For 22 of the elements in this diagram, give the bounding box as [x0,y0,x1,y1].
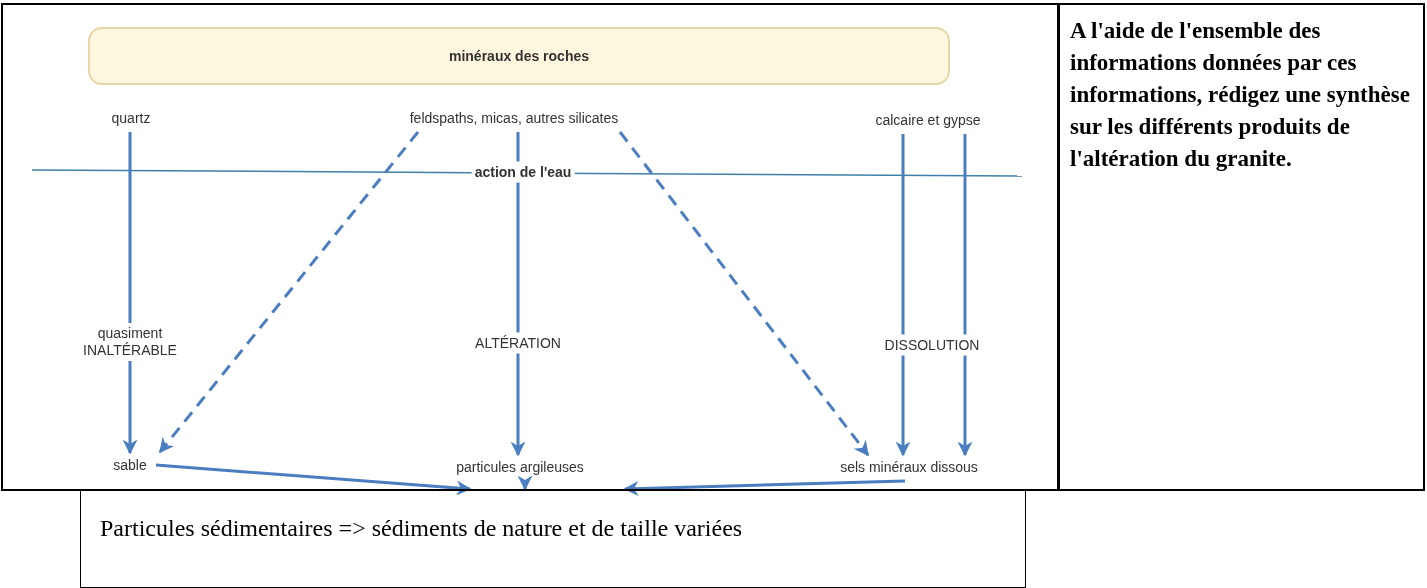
arrow [517,475,533,491]
arrow [510,132,526,457]
process-label: action de l'eau [471,161,575,183]
mineral-label: quartz [102,107,160,129]
arrow [122,132,138,455]
table-cell [1,3,1059,491]
arrow [623,479,906,497]
question-text: A l'aide de l'ensemble des informations données par ces informations, rédigez une synthèse sur les différents produits de l'altération du granite. [1070,17,1411,173]
arrow [158,131,420,454]
arrow [155,463,472,496]
answer-text: Particules sédimentaires => sédiments de nature et de taille variées [100,515,744,542]
question-cell [1058,3,1425,491]
arrow [618,131,870,457]
mineral-label: feldspaths, micas, autres silicates [362,107,666,129]
arrow [957,134,973,457]
answer-box [80,490,1026,588]
mineral-label: sels minéraux dissous [812,456,1006,478]
header-band: minéraux des roches [88,27,950,85]
mineral-label: sable [106,454,154,476]
mineral-label: calcaire et gypse [854,109,1002,131]
mineral-label: particules argileuses [432,456,608,478]
arrow [895,134,911,457]
